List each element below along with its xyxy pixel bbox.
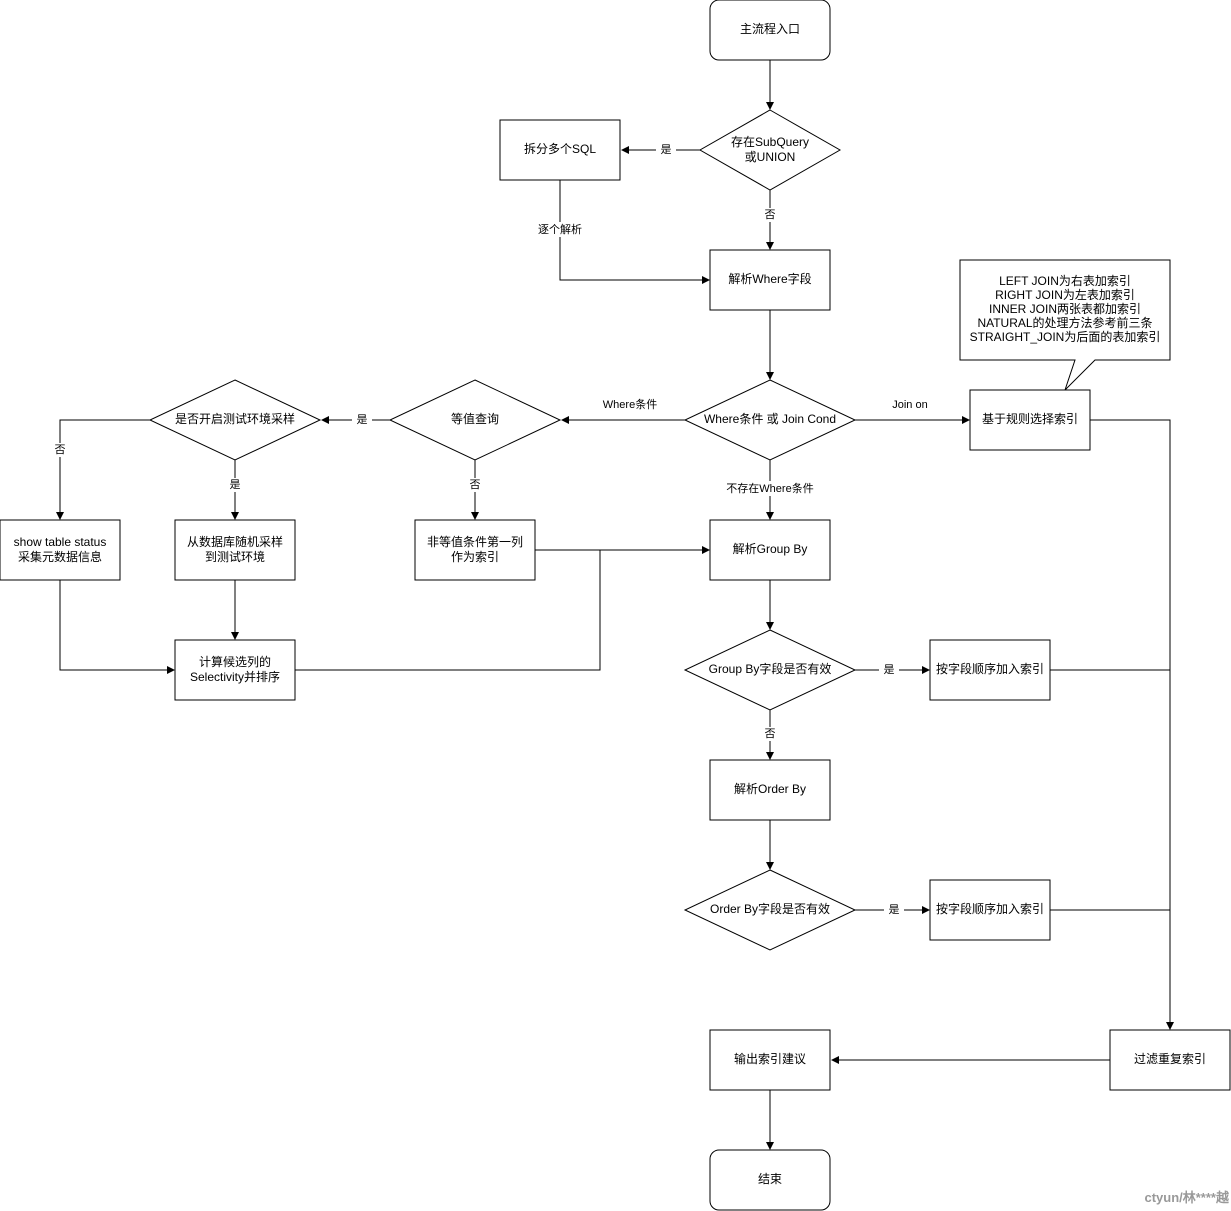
node-output-suggestion: 输出索引建议 xyxy=(709,1029,831,1091)
edge-split-to-where xyxy=(559,180,710,284)
node-where-or-join-decision: Where条件 或 Join Cond xyxy=(683,379,857,461)
node-join-note: LEFT JOIN为右表加索引 RIGHT JOIN为左表加索引 INNER J… xyxy=(959,259,1171,391)
svg-text:作为索引: 作为索引 xyxy=(451,550,499,564)
node-order-by-decision: Order By字段是否有效 xyxy=(683,869,857,951)
node-order-by-add-index: 按字段顺序加入索引 xyxy=(929,879,1051,941)
svg-text:show table status: show table status xyxy=(14,535,107,549)
svg-text:拆分多个SQL: 拆分多个SQL xyxy=(524,141,596,156)
svg-text:计算候选列的: 计算候选列的 xyxy=(199,654,271,669)
svg-text:存在SubQuery: 存在SubQuery xyxy=(731,135,809,149)
watermark: ctyun/林****越 xyxy=(1144,1190,1230,1205)
svg-text:等值查询: 等值查询 xyxy=(451,411,499,426)
svg-text:输出索引建议: 输出索引建议 xyxy=(734,1051,806,1066)
svg-text:按字段顺序加入索引: 按字段顺序加入索引 xyxy=(936,901,1044,916)
node-group-by-decision: Group By字段是否有效 xyxy=(683,629,857,711)
svg-text:从数据库随机采样: 从数据库随机采样 xyxy=(187,534,283,549)
svg-text:是否开启测试环境采样: 是否开启测试环境采样 xyxy=(175,411,295,426)
label-sampling-yes: 是 xyxy=(230,478,241,491)
svg-text:按字段顺序加入索引: 按字段顺序加入索引 xyxy=(936,661,1044,676)
svg-text:RIGHT JOIN为左表加索引: RIGHT JOIN为左表加索引 xyxy=(995,287,1135,302)
svg-text:NATURAL的处理方法参考前三条: NATURAL的处理方法参考前三条 xyxy=(977,315,1152,330)
node-end: 结束 xyxy=(709,1149,831,1211)
svg-text:Order By字段是否有效: Order By字段是否有效 xyxy=(710,901,830,916)
svg-text:采集元数据信息: 采集元数据信息 xyxy=(18,549,102,564)
label-orderby-yes: 是 xyxy=(889,903,900,916)
edge-status-to-selectivity xyxy=(59,580,175,674)
node-filter-duplicates: 过滤重复索引 xyxy=(1109,1029,1231,1091)
label-where-branch: Where条件 xyxy=(603,397,657,411)
node-start: 主流程入口 xyxy=(709,0,831,61)
label-groupby-no: 否 xyxy=(765,728,776,740)
svg-text:或UNION: 或UNION xyxy=(745,150,796,164)
label-subquery-yes: 是 xyxy=(661,143,672,156)
node-group-by-add-index: 按字段顺序加入索引 xyxy=(929,639,1051,701)
label-equality-yes: 是 xyxy=(357,413,368,426)
svg-text:到测试环境: 到测试环境 xyxy=(205,549,265,564)
node-non-equal-first-col: 非等值条件第一列 作为索引 xyxy=(414,519,536,581)
edge-labels: 是 否 逐个解析 Where条件 Join on 不存在Where条件 是 否 … xyxy=(52,143,928,917)
svg-text:主流程入口: 主流程入口 xyxy=(740,21,800,36)
node-show-table-status: show table status 采集元数据信息 xyxy=(0,519,121,581)
label-split-each: 逐个解析 xyxy=(538,222,582,236)
svg-text:Group By字段是否有效: Group By字段是否有效 xyxy=(709,661,832,676)
node-compute-selectivity: 计算候选列的 Selectivity并排序 xyxy=(174,639,296,701)
edge-rule-to-filter xyxy=(1090,419,1174,1030)
label-sampling-no: 否 xyxy=(55,444,66,456)
svg-text:解析Order By: 解析Order By xyxy=(734,782,806,796)
edge-sampling-no xyxy=(56,419,150,520)
svg-text:非等值条件第一列: 非等值条件第一列 xyxy=(427,534,523,549)
svg-text:LEFT JOIN为右表加索引: LEFT JOIN为右表加索引 xyxy=(999,273,1131,288)
svg-text:STRAIGHT_JOIN为后面的表加索引: STRAIGHT_JOIN为后面的表加索引 xyxy=(970,329,1161,344)
label-subquery-no: 否 xyxy=(765,209,776,221)
svg-text:过滤重复索引: 过滤重复索引 xyxy=(1134,1052,1206,1066)
svg-text:Where条件 或 Join Cond: Where条件 或 Join Cond xyxy=(704,412,836,426)
node-parse-order-by: 解析Order By xyxy=(709,759,831,821)
label-no-where: 不存在Where条件 xyxy=(726,481,813,495)
node-parse-where: 解析Where字段 xyxy=(709,249,831,311)
svg-text:解析Group By: 解析Group By xyxy=(733,542,808,556)
svg-text:基于规则选择索引: 基于规则选择索引 xyxy=(982,411,1078,426)
node-random-sample: 从数据库随机采样 到测试环境 xyxy=(174,519,296,581)
node-subquery-decision: 存在SubQuery 或UNION xyxy=(698,109,842,191)
label-groupby-yes: 是 xyxy=(884,663,895,676)
label-equality-no: 否 xyxy=(470,479,481,491)
edge-selectivity-to-groupby xyxy=(295,550,601,671)
node-rule-based-index: 基于规则选择索引 xyxy=(969,389,1091,451)
svg-text:解析Where字段: 解析Where字段 xyxy=(728,271,811,286)
edges xyxy=(56,60,1174,1150)
svg-text:结束: 结束 xyxy=(758,1172,782,1186)
node-parse-group-by: 解析Group By xyxy=(709,519,831,581)
node-equality-decision: 等值查询 xyxy=(388,379,562,461)
label-join-branch: Join on xyxy=(892,399,927,411)
svg-text:INNER JOIN两张表都加索引: INNER JOIN两张表都加索引 xyxy=(989,302,1141,316)
node-split-sql: 拆分多个SQL xyxy=(499,119,621,181)
node-sampling-decision: 是否开启测试环境采样 xyxy=(148,379,322,461)
svg-text:Selectivity并排序: Selectivity并排序 xyxy=(190,669,280,684)
